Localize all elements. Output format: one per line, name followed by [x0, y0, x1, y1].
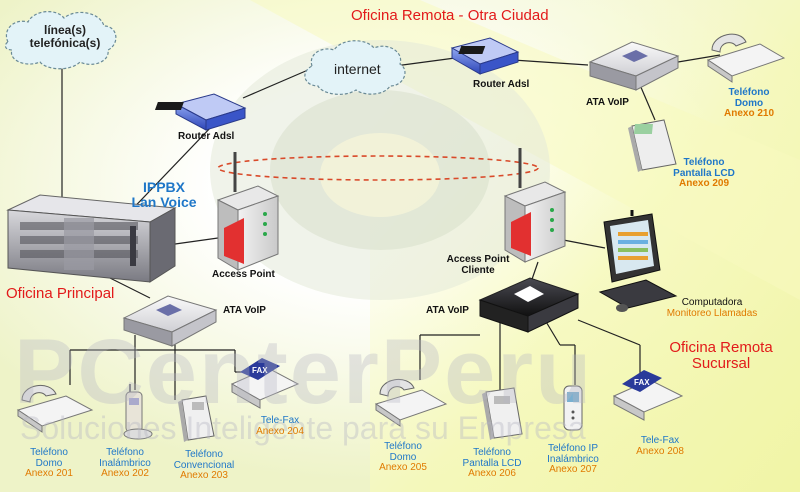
phone-conventional-203 — [178, 395, 215, 442]
main-office-title: Oficina Principal — [6, 285, 115, 302]
phone-203-label: Teléfono Convencional Anexo 203 — [173, 449, 235, 481]
access-point-label: Access Point — [212, 269, 275, 280]
ata-remote-label: ATA VoIP — [586, 97, 629, 108]
phone-wireless-202 — [123, 384, 153, 440]
phone-ip-wireless-207 — [563, 385, 583, 431]
router-main — [154, 93, 247, 131]
access-point-client-label: Access Point Cliente — [446, 254, 510, 276]
ata-branch-label: ATA VoIP — [426, 305, 469, 316]
branch-office-title: Oficina Remota Sucursal — [669, 339, 773, 372]
router-remote-label: Router Adsl — [473, 79, 530, 90]
access-point-client — [503, 148, 567, 263]
phone-dome-210-label: Teléfono Domo Anexo 210 — [723, 87, 775, 119]
fax-label-204: FAX — [252, 366, 268, 375]
phone-205-label: Teléfono Domo Anexo 205 — [379, 441, 427, 473]
ata-branch — [478, 277, 580, 333]
wireless-link — [217, 155, 539, 181]
internet-cloud — [304, 40, 406, 95]
ata-main — [122, 295, 218, 347]
phone-207-label: Teléfono IP Inalámbrico Anexo 207 — [547, 443, 599, 475]
phone-lcd-206 — [482, 387, 523, 440]
phone-lcd-209 — [628, 119, 677, 172]
fax-204-label: Tele-Fax Anexo 204 — [256, 415, 304, 437]
fax-208: FAX — [612, 370, 684, 421]
phone-lines-cloud — [4, 11, 117, 70]
ippbx-server — [6, 194, 177, 283]
phone-dome-201 — [16, 385, 94, 433]
phone-202-label: Teléfono Inalámbrico Anexo 202 — [99, 447, 151, 479]
fax-208-label: Tele-Fax Anexo 208 — [636, 435, 684, 457]
phone-lcd-209-label: Teléfono Pantalla LCD Anexo 209 — [673, 157, 735, 189]
phone-201-label: Teléfono Domo Anexo 201 — [25, 447, 73, 479]
fax-204: FAX — [230, 358, 300, 409]
remote-office-title: Oficina Remota - Otra Ciudad — [351, 7, 549, 24]
monitoring-computer — [598, 210, 678, 312]
router-remote — [450, 37, 520, 75]
router-main-label: Router Adsl — [178, 131, 235, 142]
fax-label-208: FAX — [634, 378, 650, 387]
phone-dome-205 — [374, 379, 448, 427]
computer-label: Computadora Monitoreo Llamadas — [666, 297, 758, 319]
phone-dome-210 — [706, 33, 786, 83]
watermark-tagline: Soluciones Inteligente para su Empresa — [20, 410, 586, 446]
internet-label: internet — [334, 61, 381, 77]
phone-lines-label: línea(s) telefónica(s) — [29, 23, 101, 50]
ata-remote — [588, 41, 680, 91]
watermark-brand: PCenterPeru — [14, 321, 594, 423]
phone-206-label: Teléfono Pantalla LCD Anexo 206 — [462, 447, 522, 479]
access-point-main — [216, 152, 280, 271]
ata-main-label: ATA VoIP — [223, 305, 266, 316]
ippbx-label: IPPBX Lan Voice — [131, 179, 197, 210]
